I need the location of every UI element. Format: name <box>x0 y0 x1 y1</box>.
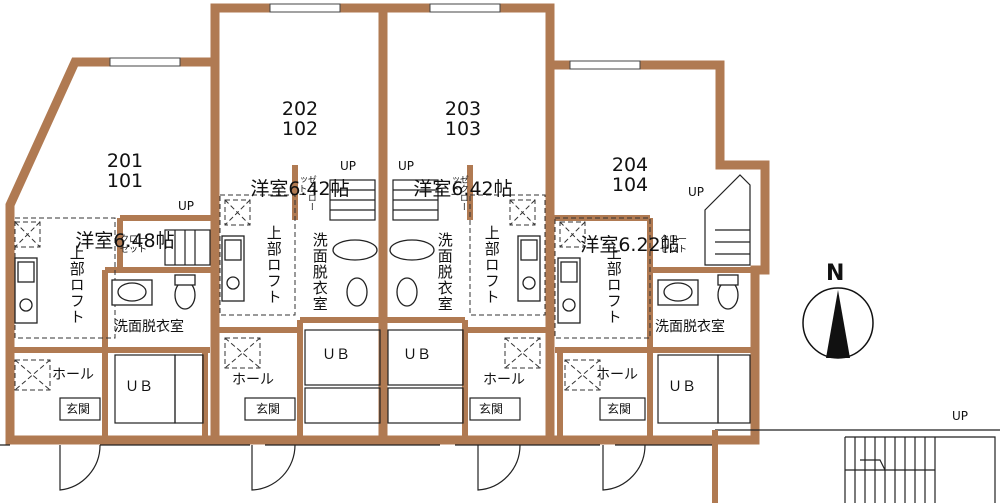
unit-203-rooms: 203 103 <box>444 97 482 140</box>
loft-label: 上部ロフト <box>264 225 283 305</box>
unit-204-area: 洋室6.22帖 <box>580 233 680 256</box>
stair-201 <box>164 229 211 266</box>
unit-204-rooms: 204 104 <box>611 153 649 196</box>
up-label: UP <box>952 409 969 423</box>
north-arrow-icon <box>802 287 874 359</box>
entrance-label: 玄関 <box>66 402 91 416</box>
up-label: UP <box>398 159 415 173</box>
bath-label: ＵＢ <box>322 347 350 363</box>
stair-arrow <box>860 459 886 471</box>
entrance-boxes <box>59 397 646 421</box>
window <box>569 60 641 70</box>
up-label: UP <box>688 185 705 199</box>
bath-label: ＵＢ <box>125 379 153 395</box>
unit-201-area: 洋室6.48帖 <box>75 229 175 252</box>
unit-203-area: 洋室6.42帖 <box>413 177 513 200</box>
loft-label: 上部ロフト <box>67 245 86 325</box>
wall-bath <box>102 270 653 440</box>
unit-202-label: 202 102 洋室6.42帖 <box>235 60 365 220</box>
unit-204-label: 204 104 洋室6.22帖 <box>565 116 695 276</box>
up-label: UP <box>340 159 357 173</box>
washroom-label: 洗面脱衣室 <box>435 232 454 312</box>
entrance-label: 玄関 <box>607 402 632 416</box>
entrance-label: 玄関 <box>256 402 281 416</box>
bath-label: ＵＢ <box>403 347 431 363</box>
entrance-label: 玄関 <box>479 402 504 416</box>
hall-label: ホール <box>596 367 638 383</box>
kitchen-fixtures <box>14 235 581 324</box>
exterior-stair <box>844 436 996 503</box>
entry-doors <box>59 444 646 491</box>
loft-area <box>554 217 651 339</box>
loft-area <box>469 194 546 316</box>
hall-label: ホール <box>52 367 94 383</box>
loft-label: 上部ロフト <box>482 225 501 305</box>
loft-label: 上部ロフト <box>604 245 623 325</box>
bath-fixtures <box>114 329 751 424</box>
window <box>429 3 501 13</box>
stair-204 <box>704 174 751 266</box>
wash-fixtures <box>111 239 739 310</box>
hall-label: ホール <box>232 372 274 388</box>
unit-202-rooms: 202 102 <box>281 97 319 140</box>
window <box>109 57 181 67</box>
corridor-edge <box>0 429 1000 446</box>
hall-label: ホール <box>483 372 525 388</box>
storage-marks <box>14 199 601 391</box>
washroom-label: 洗面脱衣室 <box>114 319 184 335</box>
up-label: UP <box>178 199 195 213</box>
bath-label: ＵＢ <box>668 379 696 395</box>
stair-203 <box>392 179 439 221</box>
loft-area <box>219 194 296 316</box>
closet-label: クロー ゼット <box>120 235 148 255</box>
stair-202 <box>329 179 376 221</box>
window <box>269 3 341 13</box>
closet-label-vertical: ゼクロー ットI <box>296 175 316 211</box>
washroom-label: 洗面脱衣室 <box>310 232 329 312</box>
closet-label-vertical: ゼクロー ットI <box>448 175 468 211</box>
unit-201-rooms: 201 101 <box>106 149 144 192</box>
washroom-label: 洗面脱衣室 <box>655 319 725 335</box>
unit-201-label: 201 101 洋室6.48帖 <box>60 112 190 272</box>
unit-202-area: 洋室6.42帖 <box>250 177 350 200</box>
closet-label: クロー ゼット <box>660 235 688 255</box>
wall-inner <box>10 317 755 353</box>
unit-203-label: 203 103 洋室6.42帖 <box>398 60 528 220</box>
north-label: N <box>826 261 845 286</box>
